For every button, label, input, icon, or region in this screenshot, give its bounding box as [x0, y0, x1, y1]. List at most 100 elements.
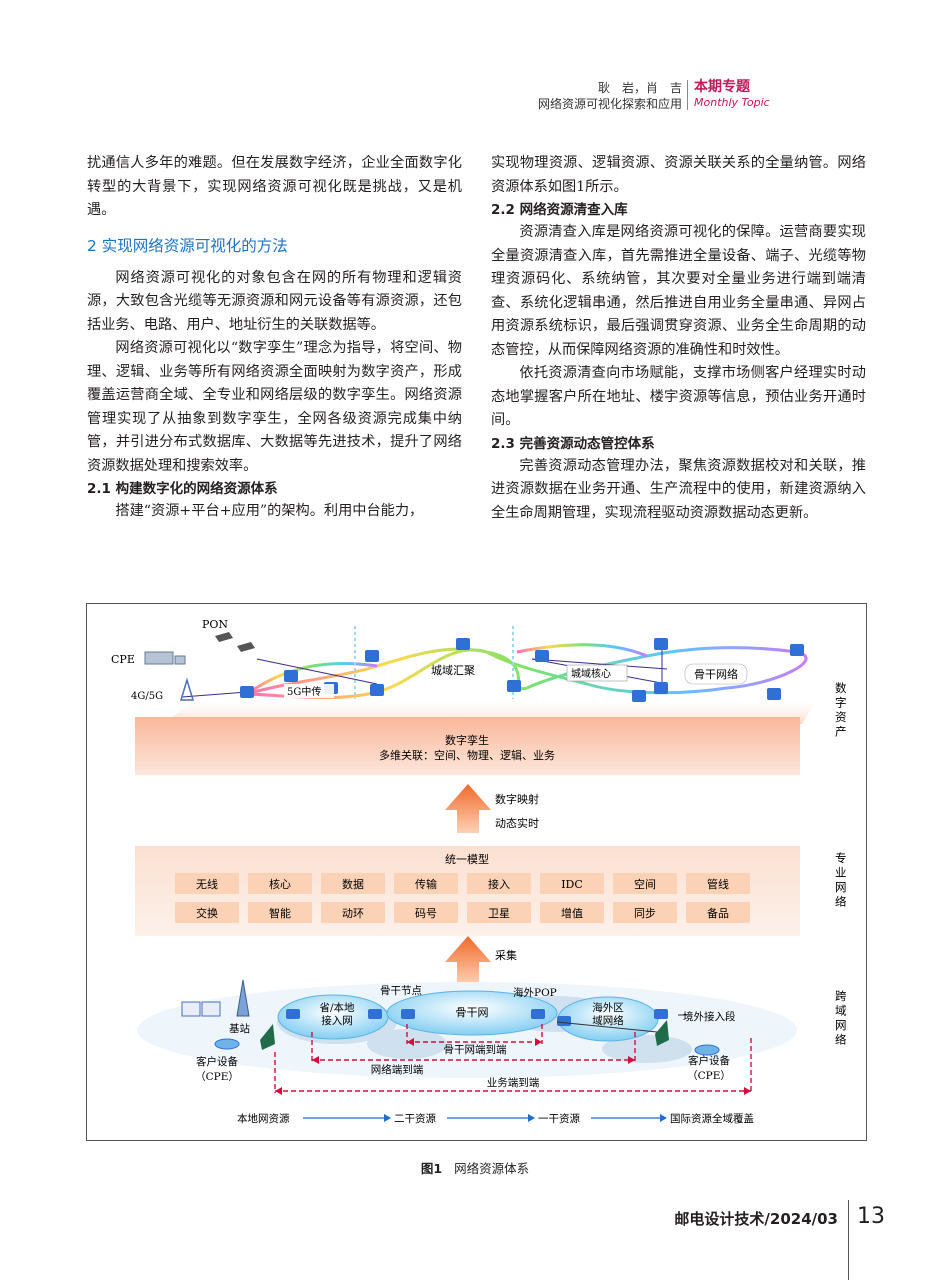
range-arrowheads	[275, 1038, 751, 1095]
model-cell-label: 接入	[488, 878, 510, 891]
arrowhead	[535, 1038, 542, 1046]
router-icon	[654, 638, 668, 650]
running-header: 耿 岩，肖 吉 网络资源可视化探索和应用	[538, 80, 682, 112]
local-net-label-2: 接入网	[321, 1014, 353, 1027]
overseas-access-label: 境外接入段	[683, 1010, 736, 1023]
model-cell-label: 增值	[561, 906, 583, 920]
paragraph: 网络资源可视化的对象包含在网的所有物理和逻辑资源，大致包含光缆等无源资源和网元设…	[87, 269, 462, 333]
section-heading: 2 实现网络资源可视化的方法	[87, 236, 288, 255]
arrowhead	[407, 1038, 414, 1046]
model-cell	[175, 873, 239, 894]
router-icon	[632, 690, 646, 702]
router-icon	[507, 680, 521, 692]
digital-twin-band	[135, 717, 800, 775]
model-cell	[394, 902, 458, 923]
flow-item: 本地网资源	[237, 1112, 290, 1125]
cpe-left-label-1: 客户设备	[196, 1055, 238, 1068]
router-icon	[767, 688, 781, 700]
cpe-right-label-2: （CPE）	[687, 1070, 731, 1082]
section-label: 本期专题 Monthly Topic	[694, 78, 770, 110]
twin-subtitle: 多维关联：空间、物理、逻辑、业务	[379, 748, 555, 762]
base-station-label: 基站	[229, 1022, 250, 1035]
left-column: 扰通信人多年的难题。但在发展数字经济，企业全面数字化转型的大背景下，实现网络资源…	[87, 152, 462, 524]
router-icon	[286, 1009, 300, 1019]
arrowhead	[628, 1056, 635, 1064]
label-cpe: CPE	[111, 653, 135, 666]
router-icon	[284, 670, 298, 682]
arrow-label-realtime: 动态实时	[495, 816, 539, 830]
arrowhead	[312, 1056, 319, 1064]
paragraph: 依托资源清查向市场赋能，支撑市场侧客户经理实时动态地掌握客户所在地址、楼宇资源等…	[491, 365, 866, 428]
model-cell	[467, 873, 531, 894]
up-arrow-mapping	[445, 784, 491, 833]
router-icon	[790, 644, 804, 656]
top-network: PON CPE 4G/5G 5G中传 城域汇聚 城域核心 骨干网络	[111, 618, 817, 724]
router-icon	[370, 684, 384, 696]
bb-e2e-label: 骨干网端到端	[444, 1043, 507, 1056]
base-station-icon	[236, 979, 250, 1017]
model-cell	[467, 902, 531, 923]
flow-item: 国际资源全域覆盖	[670, 1112, 754, 1125]
cpe-left-label-2: （CPE）	[195, 1071, 239, 1083]
figure-network-resource-system: PON CPE 4G/5G 5G中传 城域汇聚 城域核心 骨干网络 数字资产 专…	[86, 603, 867, 1141]
label-radio: 4G/5G	[131, 691, 163, 702]
paragraph: 资源清查入库是网络资源可视化的保障。运营商要实现全量资源清查入库，首先需推进全量…	[491, 224, 866, 358]
up-arrow-collect	[445, 936, 491, 985]
link-line	[256, 658, 378, 685]
side-label-digital: 数字资产	[835, 681, 847, 739]
header-authors: 耿 岩，肖 吉	[597, 81, 682, 95]
overseas-pop-label: 海外POP	[513, 986, 557, 999]
router-icon	[531, 1009, 545, 1019]
flow-item: 二干资源	[394, 1112, 436, 1125]
cpe-icon	[144, 651, 174, 665]
continent-shape	[602, 1035, 692, 1063]
model-cell	[540, 902, 604, 923]
label-box	[566, 664, 628, 682]
model-cell	[540, 873, 604, 894]
model-cell	[321, 873, 385, 894]
model-cell	[613, 902, 677, 923]
router-icon	[654, 1009, 668, 1019]
figure-diagram: PON CPE 4G/5G 5G中传 城域汇聚 城域核心 骨干网络 数字资产 专…	[111, 618, 847, 1125]
link-line	[531, 658, 668, 670]
backbone-cloud	[386, 990, 558, 1036]
link-line	[181, 691, 248, 698]
e2e-ranges	[274, 1024, 752, 1093]
ring-line	[246, 661, 378, 696]
caption-number: 图1	[420, 1161, 443, 1176]
overseas-label-2: 域网络	[592, 1014, 624, 1027]
pon-icon	[215, 632, 233, 642]
model-cell-label: 卫星	[488, 907, 510, 920]
model-cell	[686, 873, 750, 894]
label-midhaul: 5G中传	[287, 685, 321, 698]
model-cell-label: 码号	[415, 907, 437, 920]
router-icon	[535, 650, 549, 662]
arrow-label-collect: 采集	[495, 948, 517, 962]
side-labels: 数字资产 专业网络 跨域网络	[835, 681, 847, 1047]
label-box	[684, 663, 748, 685]
router-icon	[368, 1009, 382, 1019]
header-divider	[687, 80, 688, 110]
model-cell-label: 核心	[269, 877, 291, 891]
section-label-zh: 本期专题	[694, 79, 750, 95]
arrow-label-mapping: 数字映射	[495, 792, 539, 806]
model-cell	[175, 902, 239, 923]
footer-divider	[848, 1200, 849, 1280]
cpe-right-label-1: 客户设备	[688, 1054, 730, 1067]
journal-footer: 邮电设计技术/2024/03	[674, 1210, 838, 1228]
arrowhead	[275, 1087, 282, 1095]
label-pon: PON	[202, 618, 228, 631]
flow-item: 一干资源	[538, 1112, 580, 1125]
access-devices	[144, 632, 255, 701]
model-cell-label: 同步	[634, 907, 656, 920]
model-cell-label: 无线	[196, 877, 218, 891]
router-nodes	[240, 638, 804, 702]
backbone-net-label: 骨干网	[456, 1006, 489, 1019]
model-cell	[394, 873, 458, 894]
firewall-icon	[260, 1024, 275, 1050]
link-line	[556, 1021, 658, 1033]
terminal-icon	[181, 1001, 201, 1017]
router-icon	[557, 1016, 571, 1026]
